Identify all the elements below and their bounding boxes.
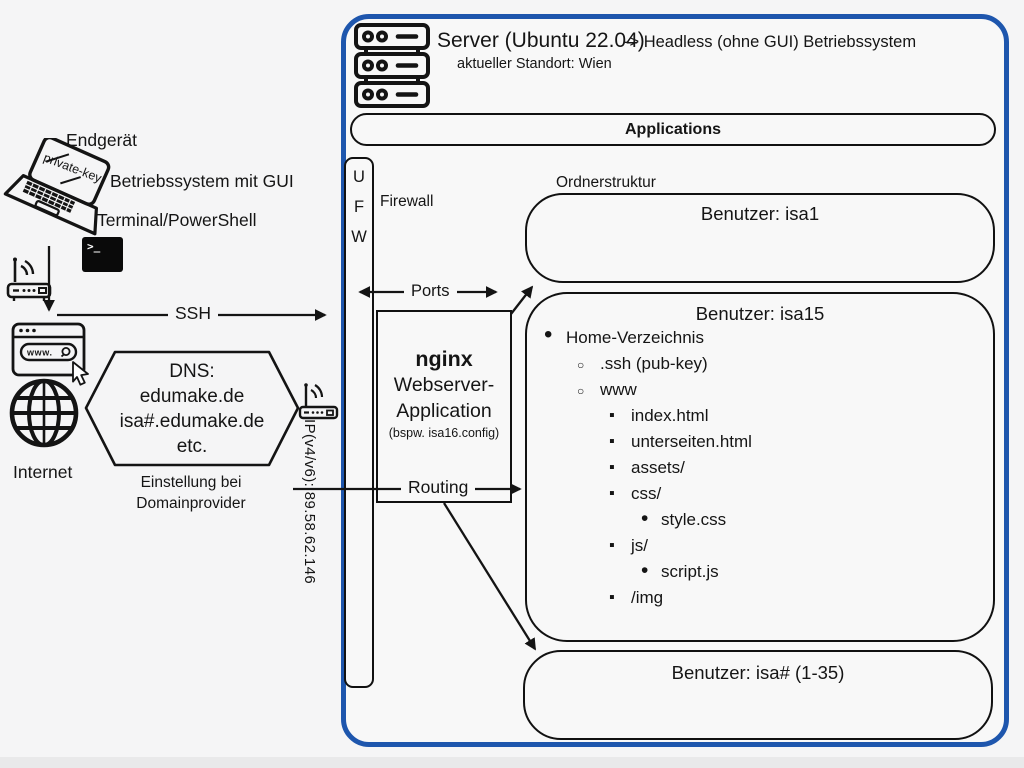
- user-isa-range-box: Benutzer: isa# (1-35): [523, 650, 993, 740]
- user-isa-range-title: Benutzer: isa# (1-35): [671, 662, 845, 683]
- tree-item: assets/: [540, 455, 980, 481]
- tree-item: css/: [540, 481, 980, 507]
- tree-item: style.css: [540, 506, 980, 533]
- server-stack-icon: [354, 23, 430, 108]
- tree-item: script.js: [540, 558, 980, 585]
- routing-label: Routing: [401, 477, 476, 498]
- ufw-letter-w: W: [351, 228, 367, 246]
- firewall-label: Firewall: [380, 193, 434, 210]
- dns-domain-2: isa#.edumake.de: [119, 410, 265, 432]
- nginx-config-note: (bspw. isa16.config): [388, 426, 500, 440]
- tree-item: Home-Verzeichnis: [540, 322, 980, 351]
- server-location: aktueller Standort: Wien: [457, 56, 612, 72]
- ports-label: Ports: [404, 282, 457, 301]
- tree-item: /img: [540, 585, 980, 611]
- ordnerstruktur-label: Ordnerstruktur: [556, 174, 656, 191]
- os-gui-label: Betriebssystem mit GUI: [110, 171, 294, 191]
- tree-item: www: [540, 377, 980, 404]
- ip-address-label: IP(v4/v6): 89.58.62.146: [301, 419, 318, 585]
- applications-bar: Applications: [350, 113, 996, 146]
- terminal-powershell-label: Terminal/PowerShell: [97, 210, 257, 230]
- applications-label: Applications: [624, 120, 721, 138]
- dns-hexagon: DNS: edumake.de isa#.edumake.de etc.: [84, 350, 300, 467]
- ufw-letter-u: U: [353, 168, 365, 186]
- folder-tree: Home-Verzeichnis .ssh (pub-key) www inde…: [540, 322, 980, 611]
- tree-item: unterseiten.html: [540, 429, 980, 455]
- wifi-router-icon: [6, 257, 52, 301]
- tree-item: js/: [540, 533, 980, 559]
- endgeraet-label: Endgerät: [66, 130, 138, 150]
- tree-item: .ssh (pub-key): [540, 351, 980, 378]
- tree-item: index.html: [540, 403, 980, 429]
- server-title: Server (Ubuntu 22.04): [437, 29, 645, 52]
- dns-title: DNS:: [169, 360, 215, 382]
- browser-url-text: www.: [26, 348, 53, 358]
- nginx-box: nginx Webserver- Application (bspw. isa1…: [376, 310, 512, 503]
- terminal-prompt: >_: [87, 240, 101, 253]
- user-isa15-title: Benutzer: isa15: [695, 303, 825, 324]
- browser-window-icon: www.: [11, 322, 89, 386]
- nginx-line2: Webserver-: [393, 374, 495, 396]
- internet-label: Internet: [13, 462, 73, 482]
- ssh-label: SSH: [168, 303, 218, 324]
- bottom-edge-strip: [0, 757, 1024, 768]
- server-router-icon: [298, 383, 339, 420]
- nginx-name: nginx: [415, 347, 473, 371]
- ufw-letter-f: F: [353, 198, 365, 216]
- domainprovider-caption: Einstellung bei Domainprovider: [136, 474, 246, 512]
- ufw-firewall-bar: U F W: [344, 157, 374, 688]
- terminal-icon: >_: [82, 237, 123, 272]
- server-headless-note: -> Headless (ohne GUI) Betriebssystem: [624, 33, 917, 51]
- internet-globe-icon: [9, 378, 79, 448]
- user-isa1-title: Benutzer: isa1: [700, 203, 820, 224]
- dns-domain-1: edumake.de: [139, 385, 245, 407]
- nginx-line3: Application: [396, 400, 492, 422]
- dns-etc: etc.: [176, 435, 208, 457]
- laptop-icon: [3, 138, 111, 236]
- user-isa1-box: Benutzer: isa1: [525, 193, 995, 283]
